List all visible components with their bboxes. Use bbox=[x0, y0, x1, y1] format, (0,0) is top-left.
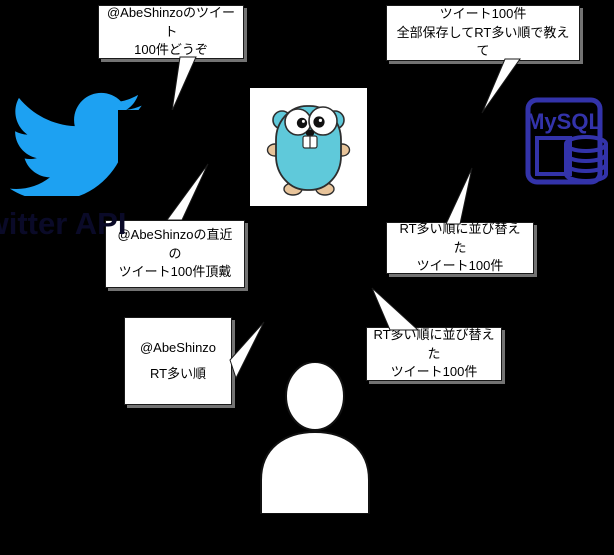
speech-bubble-mid-right: RT多い順に並び替えた ツイート100件 bbox=[386, 220, 534, 274]
speech-bubble-bottom-right: RT多い順に並び替えた ツイート100件 bbox=[366, 327, 502, 381]
mysql-label: MySQL bbox=[526, 109, 602, 134]
node-go-app bbox=[250, 88, 367, 206]
label-occluder bbox=[118, 110, 248, 162]
speech-bubble-text: @AbeShinzoのツイート 100件どうぞ bbox=[106, 4, 236, 58]
speech-bubble-text: RT多い順に並び替えた ツイート100件 bbox=[399, 220, 521, 274]
twitter-bird-icon bbox=[9, 92, 142, 196]
node-user bbox=[260, 362, 370, 514]
speech-bubble-text: @AbeShinzo RT多い順 bbox=[139, 340, 217, 381]
go-gopher-icon bbox=[266, 105, 351, 196]
speech-bubble-text: ツイート100件 全部保存してRT多い順で教えて bbox=[396, 5, 570, 59]
speech-bubble-top-left: @AbeShinzoのツイート 100件どうぞ bbox=[98, 5, 244, 59]
twitter-api-label: Twitter API bbox=[0, 206, 127, 241]
speech-bubble-mid-left: @AbeShinzoの直近の ツイート100件頂戴 bbox=[105, 220, 245, 288]
speech-bubble-text: RT多い順に並び替えた ツイート100件 bbox=[373, 326, 495, 380]
speech-bubble-top-right: ツイート100件 全部保存してRT多い順で教えて bbox=[386, 5, 580, 61]
speech-bubble-text: @AbeShinzoの直近の ツイート100件頂戴 bbox=[117, 226, 233, 280]
speech-bubble-bottom-left: @AbeShinzo RT多い順 bbox=[124, 317, 232, 405]
node-twitter-api: Twitter API bbox=[0, 88, 160, 241]
node-mysql-db: MySQL bbox=[525, 97, 608, 185]
speech-bubble-tail-mid-right bbox=[445, 167, 473, 225]
